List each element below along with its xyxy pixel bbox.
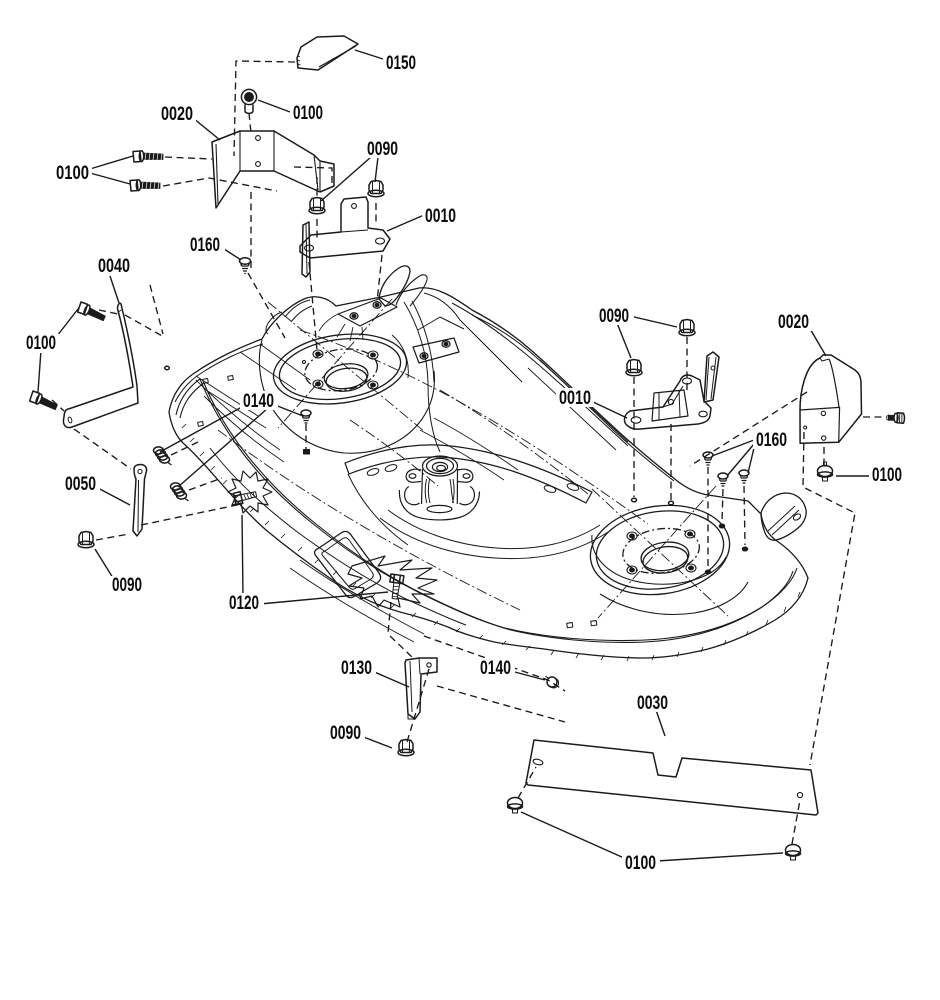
svg-text:0100: 0100 [872, 465, 902, 486]
svg-text:0040: 0040 [98, 256, 130, 277]
svg-text:0120: 0120 [229, 593, 259, 614]
svg-text:0010: 0010 [559, 388, 591, 409]
svg-text:0030: 0030 [637, 693, 668, 714]
svg-text:0090: 0090 [330, 723, 361, 744]
svg-text:0090: 0090 [112, 575, 142, 596]
svg-text:0050: 0050 [65, 474, 96, 495]
svg-text:0100: 0100 [625, 853, 656, 874]
svg-text:0090: 0090 [367, 139, 398, 160]
svg-text:0130: 0130 [341, 658, 372, 679]
svg-text:0160: 0160 [756, 430, 787, 451]
svg-text:0140: 0140 [243, 391, 274, 412]
svg-text:0140: 0140 [480, 658, 511, 679]
svg-text:0010: 0010 [425, 206, 456, 227]
svg-text:0150: 0150 [386, 53, 416, 74]
svg-text:0020: 0020 [778, 312, 809, 333]
svg-text:0100: 0100 [293, 103, 323, 124]
svg-text:0090: 0090 [599, 306, 629, 327]
svg-text:0020: 0020 [161, 104, 193, 125]
svg-text:0100: 0100 [26, 333, 56, 354]
svg-text:0160: 0160 [190, 235, 220, 256]
svg-text:0100: 0100 [56, 163, 89, 184]
